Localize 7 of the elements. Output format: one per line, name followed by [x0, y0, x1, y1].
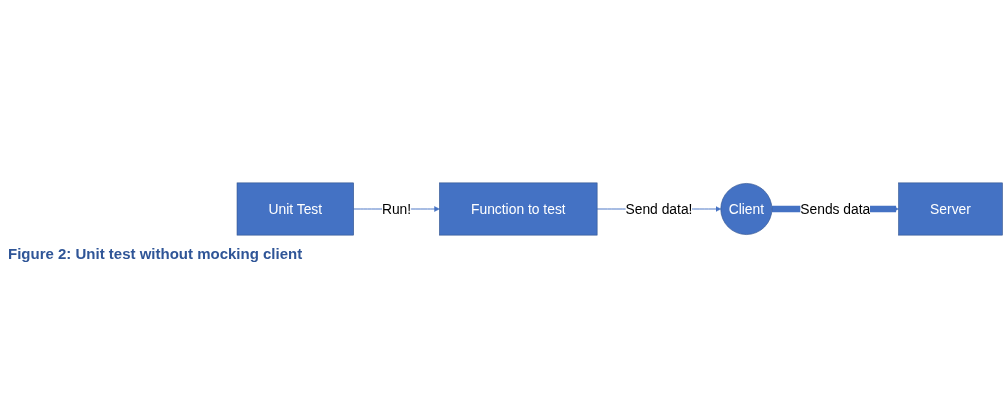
- node-box: Unit Test: [236, 182, 354, 236]
- figure-caption: Figure 2: Unit test without mocking client: [8, 245, 303, 262]
- edge-label: Run!: [381, 201, 411, 217]
- edge-label: Send data!: [625, 201, 693, 217]
- node-circle: Client: [720, 183, 772, 235]
- node-box: Server: [897, 182, 1003, 236]
- node-box: Function to test: [438, 182, 598, 236]
